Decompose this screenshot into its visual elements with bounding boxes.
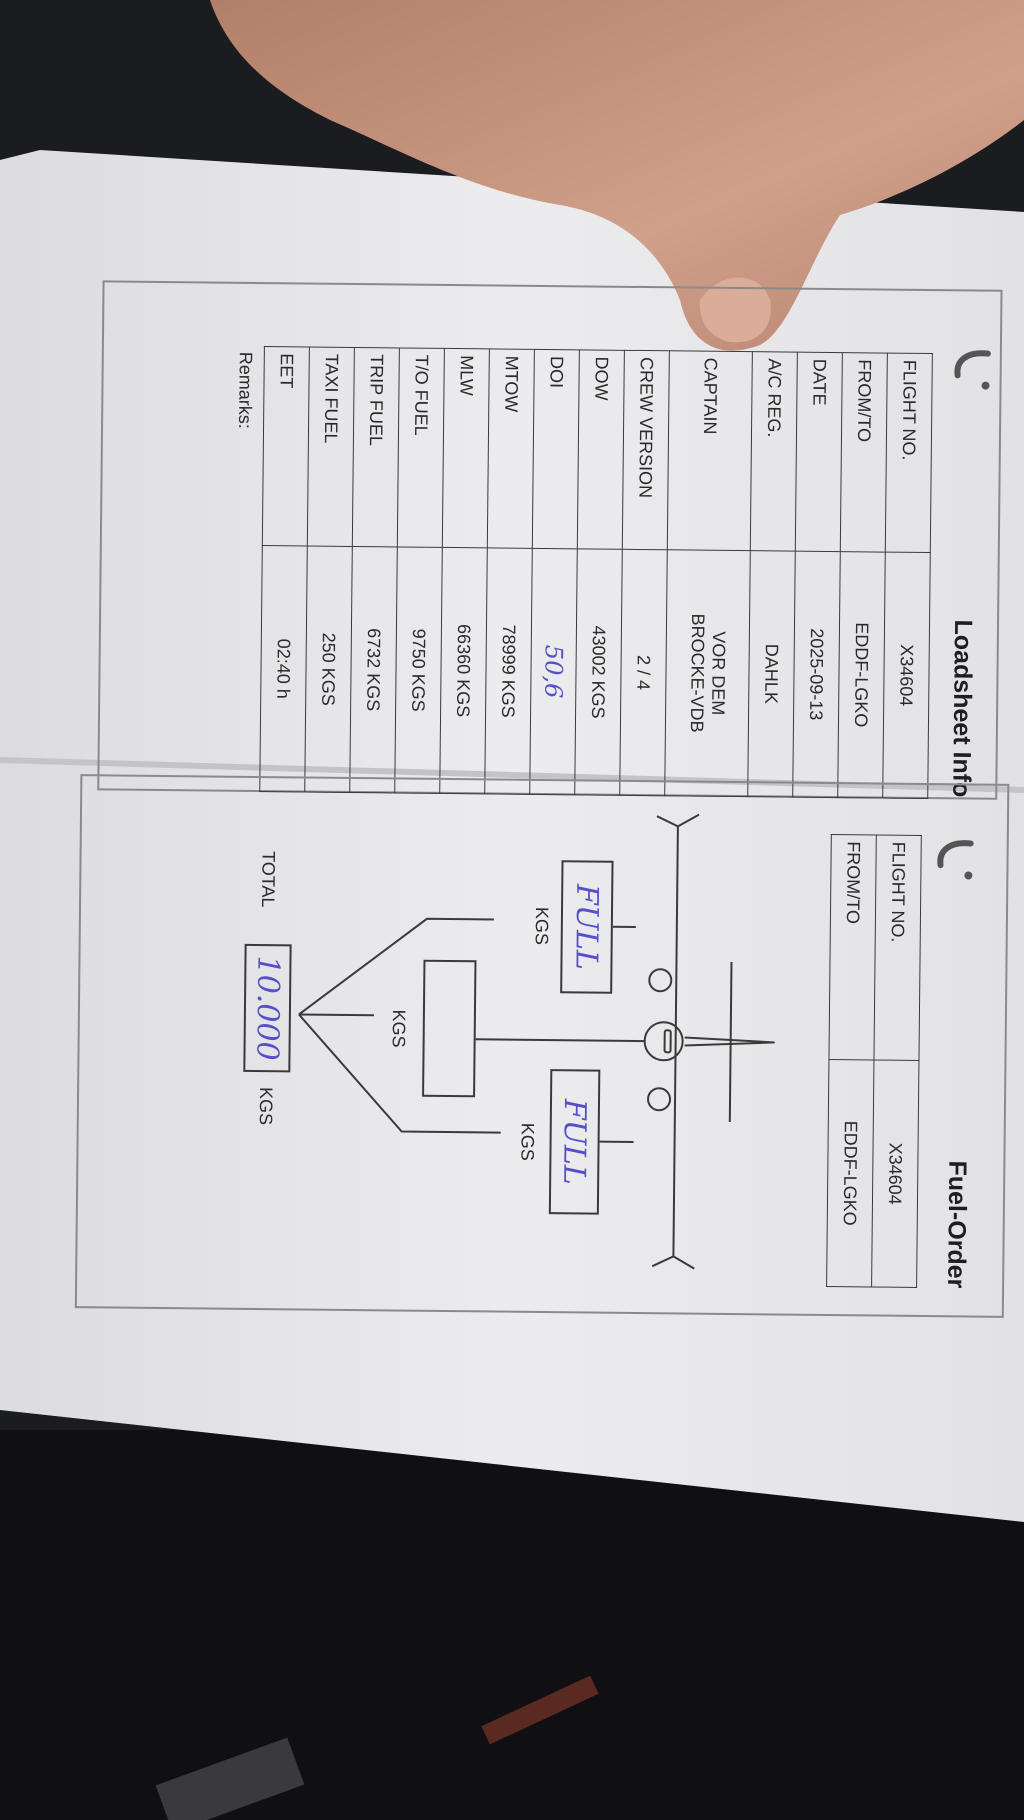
row-value: 9750 KGS — [394, 546, 443, 794]
row-value: 2025-09-13 — [792, 551, 841, 798]
right-wingtip — [651, 1255, 695, 1270]
thumbnail — [699, 277, 771, 343]
row-value-line2: BROCKE-VDB — [686, 613, 709, 733]
row-value: EDDF-LGKO — [837, 551, 886, 799]
row-value: X34604 — [882, 552, 931, 799]
row-value: 43002 KGS — [574, 548, 623, 796]
row-label: MLW — [442, 348, 490, 548]
row-label: FLIGHT NO. — [885, 353, 933, 553]
row-label: DATE — [795, 352, 843, 552]
row-value: 02:40 h — [259, 545, 308, 793]
row-value: 66360 KGS — [439, 547, 488, 794]
tail-fin — [684, 1036, 775, 1047]
doi-handwritten-value: 50,6 — [529, 548, 578, 795]
row-value: 2 / 4 — [619, 549, 668, 796]
total-unit: KGS — [255, 1087, 277, 1126]
row-label: DOW — [577, 349, 625, 550]
paper-sheet — [0, 150, 1024, 1522]
row-label: EET — [262, 346, 310, 547]
right-branch-line — [298, 1013, 501, 1134]
row-value: 250 KGS — [304, 546, 353, 793]
row-label: DOI — [532, 349, 580, 549]
left-wing-unit: KGS — [531, 906, 553, 946]
row-label: CAPTAIN — [667, 350, 753, 551]
row-value: DAHLK — [747, 550, 796, 798]
hand — [210, 0, 1024, 351]
left-wing-fuel-box[interactable]: FULL — [560, 860, 614, 994]
total-fuel-box[interactable]: 10.000 — [243, 943, 292, 1073]
aircraft-fuel-diagram — [298, 813, 775, 1270]
horizontal-stabilizer — [728, 961, 733, 1122]
table-row: A/C REG.DAHLK — [747, 351, 798, 798]
row-label: MTOW — [487, 348, 535, 549]
tui-logo-icon — [954, 350, 991, 390]
center-tank-fuel-box[interactable] — [422, 959, 477, 1098]
total-label: TOTAL — [258, 851, 279, 908]
dashboard-detail — [481, 1675, 599, 1745]
left-branch-line — [298, 917, 494, 1016]
paper-fold — [0, 757, 1024, 793]
tui-logo-icon — [937, 840, 974, 880]
remarks-label: Remarks: — [235, 351, 256, 429]
center-tank-unit: KGS — [388, 1009, 409, 1048]
row-label: FROM/TO — [840, 352, 888, 553]
table-row: FLIGHT NO.X34604 — [882, 353, 933, 799]
row-value: 78999 KGS — [484, 547, 533, 795]
right-engine — [647, 1087, 672, 1112]
wing — [672, 826, 679, 1257]
row-value: 6732 KGS — [349, 546, 398, 793]
left-wingtip — [656, 813, 700, 828]
row-label: CREW VERSION — [622, 350, 670, 550]
row-label: TAXI FUEL — [307, 347, 355, 547]
right-wing-unit: KGS — [517, 1122, 538, 1161]
row-label: TRIP FUEL — [352, 347, 400, 547]
row-label: A/C REG. — [750, 351, 798, 552]
center-branch-line — [298, 1013, 374, 1017]
fuselage — [643, 1021, 684, 1062]
loadsheet-title: Loadsheet Info — [947, 619, 978, 798]
left-engine — [648, 968, 673, 993]
right-wing-fuel-box[interactable]: FULL — [548, 1069, 601, 1215]
row-label: T/O FUEL — [397, 347, 445, 548]
row-value: VOR DEM — [708, 631, 729, 716]
